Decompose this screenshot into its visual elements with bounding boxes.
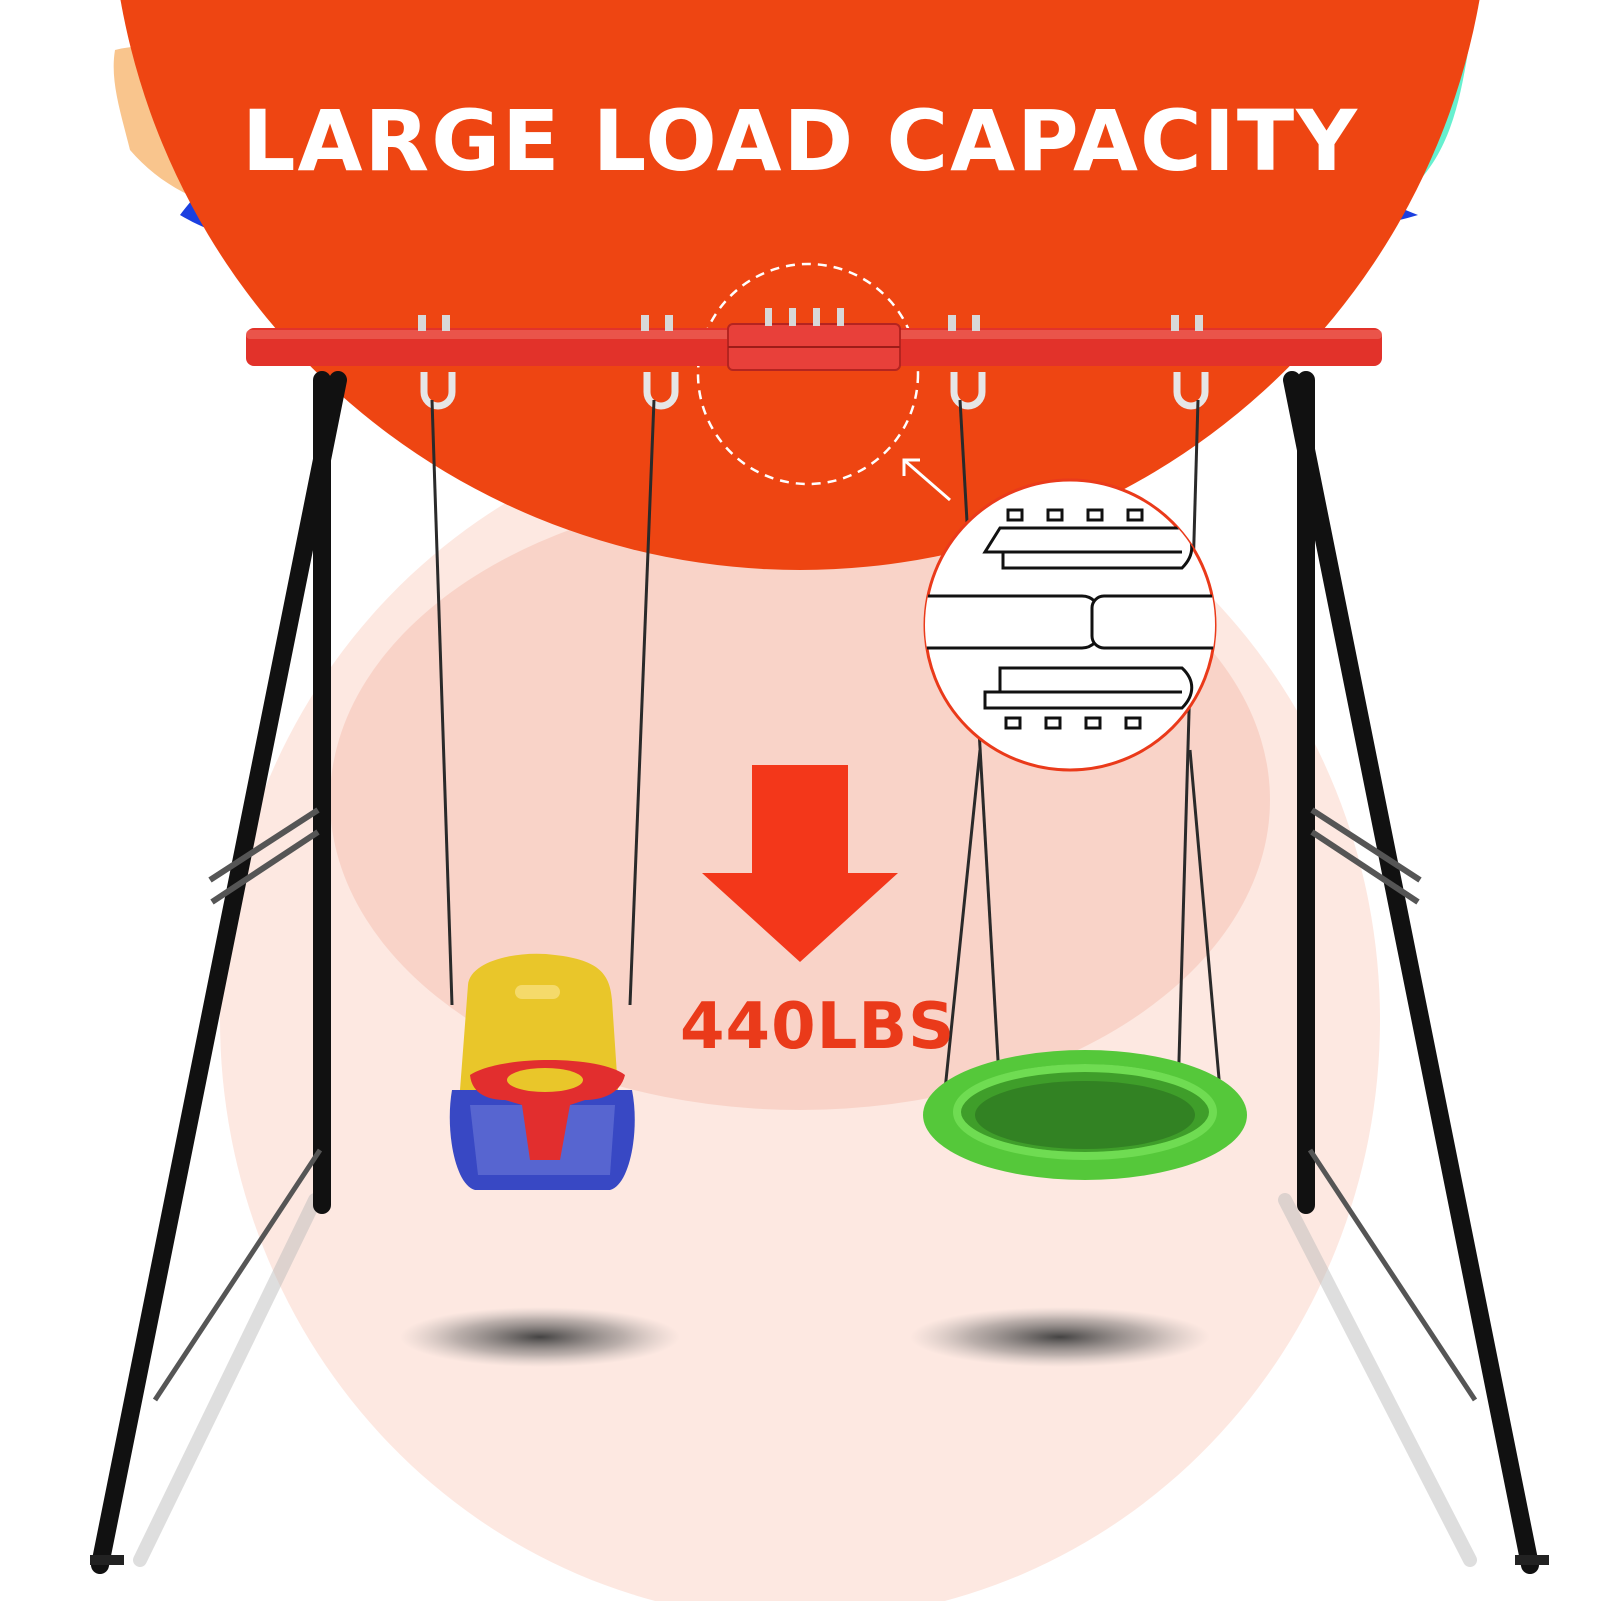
swing-ropes bbox=[430, 399, 1222, 1096]
swing-frame-right-legs bbox=[1283, 371, 1549, 1574]
seat-shadow-left bbox=[400, 1307, 680, 1367]
swing-frame-left-legs bbox=[90, 371, 347, 1574]
down-arrow-icon bbox=[702, 765, 898, 962]
headline-title: LARGE LOAD CAPACITY bbox=[242, 92, 1359, 190]
saucer-swing bbox=[923, 1050, 1247, 1180]
leg-shadows bbox=[133, 1193, 1477, 1567]
hanger-hooks bbox=[420, 372, 1209, 410]
top-beam bbox=[246, 323, 1382, 371]
callout-arrow-icon bbox=[902, 458, 951, 502]
hanger-bolts bbox=[418, 308, 1203, 331]
headline-banner bbox=[120, 0, 1480, 570]
load-capacity-value: 440LBS bbox=[680, 990, 956, 1064]
joint-highlight-ring bbox=[696, 262, 920, 486]
seat-shadow-right bbox=[910, 1307, 1210, 1367]
toddler-bucket-seat bbox=[449, 953, 635, 1190]
joint-detail-callout bbox=[923, 478, 1217, 772]
